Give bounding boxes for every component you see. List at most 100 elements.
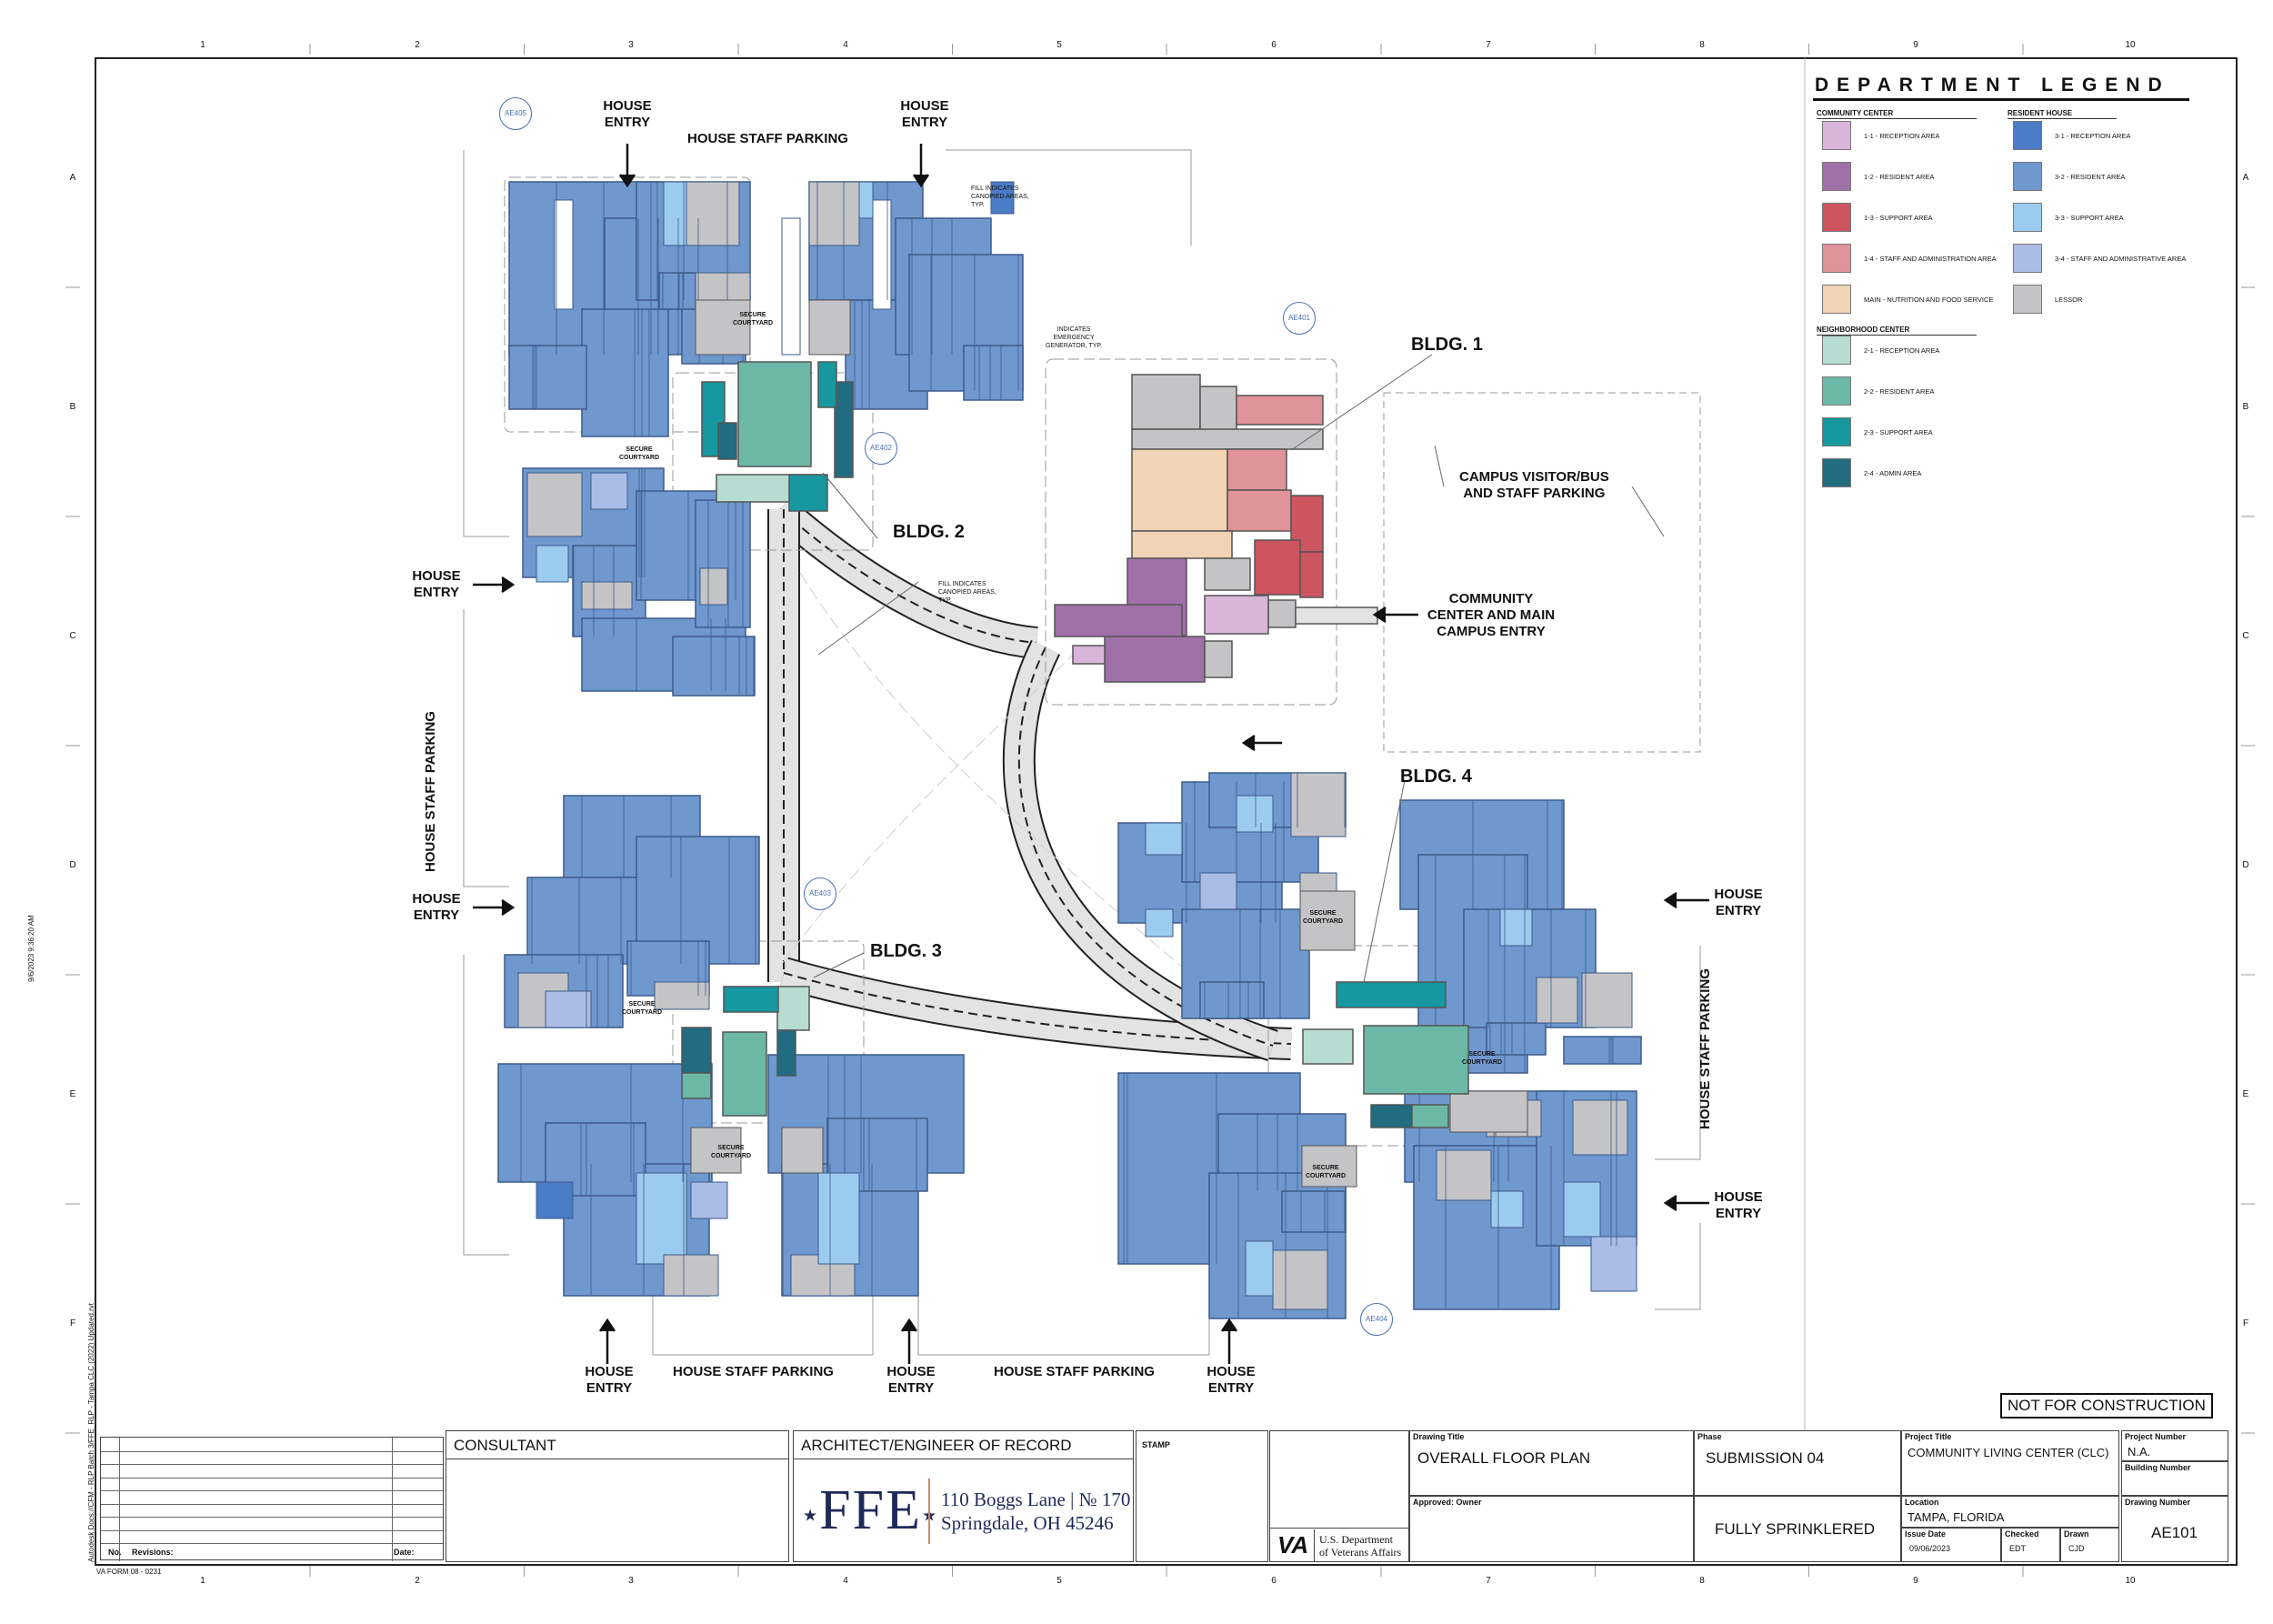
sheet-callout[interactable]: AE402 (865, 432, 897, 465)
grid-column-label: 1 (200, 1576, 205, 1586)
checked-box: Checked EDT (2001, 1528, 2060, 1562)
legend-item: 2-2 - RESIDENT AREA (1822, 376, 1934, 406)
legend-label: 1-4 - STAFF AND ADMINISTRATION AREA (1864, 254, 1997, 263)
room-block (1572, 1099, 1628, 1156)
room-block (654, 981, 710, 1010)
legend-label: 3-1 - RECEPTION AREA (2055, 131, 2131, 140)
sheet-callout[interactable]: AE404 (1360, 1303, 1393, 1336)
grid-column-label: 10 (2125, 1576, 2136, 1586)
grid-row-label: B (69, 402, 76, 412)
bldg3-label: BLDG. 3 (870, 941, 942, 961)
legend-item: LESSOR (2013, 284, 2082, 315)
not-for-construction: NOT FOR CONSTRUCTION (2000, 1393, 2213, 1418)
room-block (581, 581, 633, 610)
issue-date-box: Issue Date 09/06/2023 (1901, 1528, 2001, 1562)
leader-lines (813, 354, 1665, 983)
file-path: Autodesk Docs://CFM - RLP Batch 3/FFE_RL… (87, 1302, 95, 1562)
room-block (1245, 1240, 1274, 1297)
legend-swatch (1822, 203, 1851, 232)
project-number-box: Project Number N.A. (2121, 1430, 2228, 1461)
room-block (699, 567, 728, 606)
room-block (686, 181, 740, 246)
grid-column-label: 4 (843, 40, 848, 50)
entry-arrows (473, 144, 1709, 1364)
bldg2-label: BLDG. 2 (893, 522, 965, 542)
sheet-callout[interactable]: AE405 (499, 97, 532, 130)
legend-item: 3-3 - SUPPORT AREA (2013, 202, 2124, 233)
legend-item: 2-1 - RECEPTION AREA (1822, 335, 1939, 366)
room-block (1490, 1190, 1524, 1228)
grid-row-label: F (69, 1318, 76, 1328)
walkways (767, 496, 1292, 1062)
resident-wing (963, 345, 1024, 401)
room-block (526, 472, 583, 537)
grid-column-label: 2 (415, 40, 420, 50)
va-logo: VA (1277, 1531, 1309, 1559)
resident-wing (508, 345, 587, 410)
firm-logo: ★FFE★ (803, 1479, 939, 1541)
room-block (536, 545, 569, 583)
room-block (1272, 1249, 1328, 1310)
room-block (663, 1254, 719, 1297)
house-staff-parking-label: HOUSE STAFF PARKING (422, 711, 438, 872)
room-block (690, 1181, 728, 1219)
legend-swatch (1822, 285, 1851, 314)
resident-wing (1563, 1036, 1642, 1065)
legend-label: 2-2 - RESIDENT AREA (1864, 386, 1935, 396)
grid-column-label: 3 (628, 40, 634, 50)
resident-wing (1199, 981, 1265, 1019)
legend-swatch (2013, 285, 2042, 314)
stamp-box: STAMP (1136, 1430, 1268, 1562)
house-staff-parking-label: HOUSE STAFF PARKING (687, 131, 848, 146)
room-block (545, 990, 592, 1028)
grid-column-label: 9 (1913, 40, 1918, 50)
grid-row-label: A (2242, 173, 2249, 183)
legend-swatch (2013, 162, 2042, 191)
grid-column-label: 7 (1486, 1576, 1491, 1586)
sprinkler-box: FULLY SPRINKLERED (1694, 1496, 1901, 1562)
approved-box: Approved: Owner (1409, 1496, 1694, 1562)
room-block (817, 1172, 860, 1265)
grid-marks (65, 44, 2255, 1577)
legend-item: 1-1 - RECEPTION AREA (1822, 120, 1939, 151)
legend-swatch (1822, 162, 1851, 191)
legend-swatch (1822, 376, 1851, 406)
drawing-title-box: Drawing Title OVERALL FLOOR PLAN (1409, 1430, 1694, 1496)
project-title-box: Project Title COMMUNITY LIVING CENTER (C… (1901, 1430, 2119, 1496)
grid-column-label: 6 (1271, 1576, 1277, 1586)
legend-label: 3-3 - SUPPORT AREA (2055, 213, 2124, 222)
room-block (1536, 977, 1578, 1024)
legend-swatch (1822, 336, 1851, 365)
architect-box: ARCHITECT/ENGINEER OF RECORD ★FFE★ 110 B… (793, 1430, 1134, 1562)
sheet-callout[interactable]: AE401 (1283, 302, 1316, 335)
grid-row-label: C (69, 631, 76, 641)
grid-column-label: 5 (1056, 40, 1062, 50)
grid-column-label: 9 (1913, 1576, 1918, 1586)
room-block (872, 199, 892, 310)
room-block (1199, 872, 1237, 910)
resident-wing (672, 636, 756, 697)
drawn-box: Drawn CJD (2060, 1528, 2119, 1562)
sheet-callout[interactable]: AE403 (804, 877, 836, 910)
bldg4-label: BLDG. 4 (1400, 767, 1472, 787)
legend-item: 1-4 - STAFF AND ADMINISTRATION AREA (1822, 243, 1997, 274)
neighborhood-centers (681, 361, 1469, 1128)
department-legend: DEPARTMENT LEGEND COMMUNITY CENTER NEIGH… (1809, 71, 2191, 516)
legend-swatch (2013, 244, 2042, 273)
grid-column-label: 5 (1056, 1576, 1062, 1586)
sheet-border (95, 57, 2238, 1566)
legend-item: 1-2 - RESIDENT AREA (1822, 161, 1934, 192)
legend-label: MAIN - NUTRITION AND FOOD SERVICE (1864, 295, 1994, 304)
